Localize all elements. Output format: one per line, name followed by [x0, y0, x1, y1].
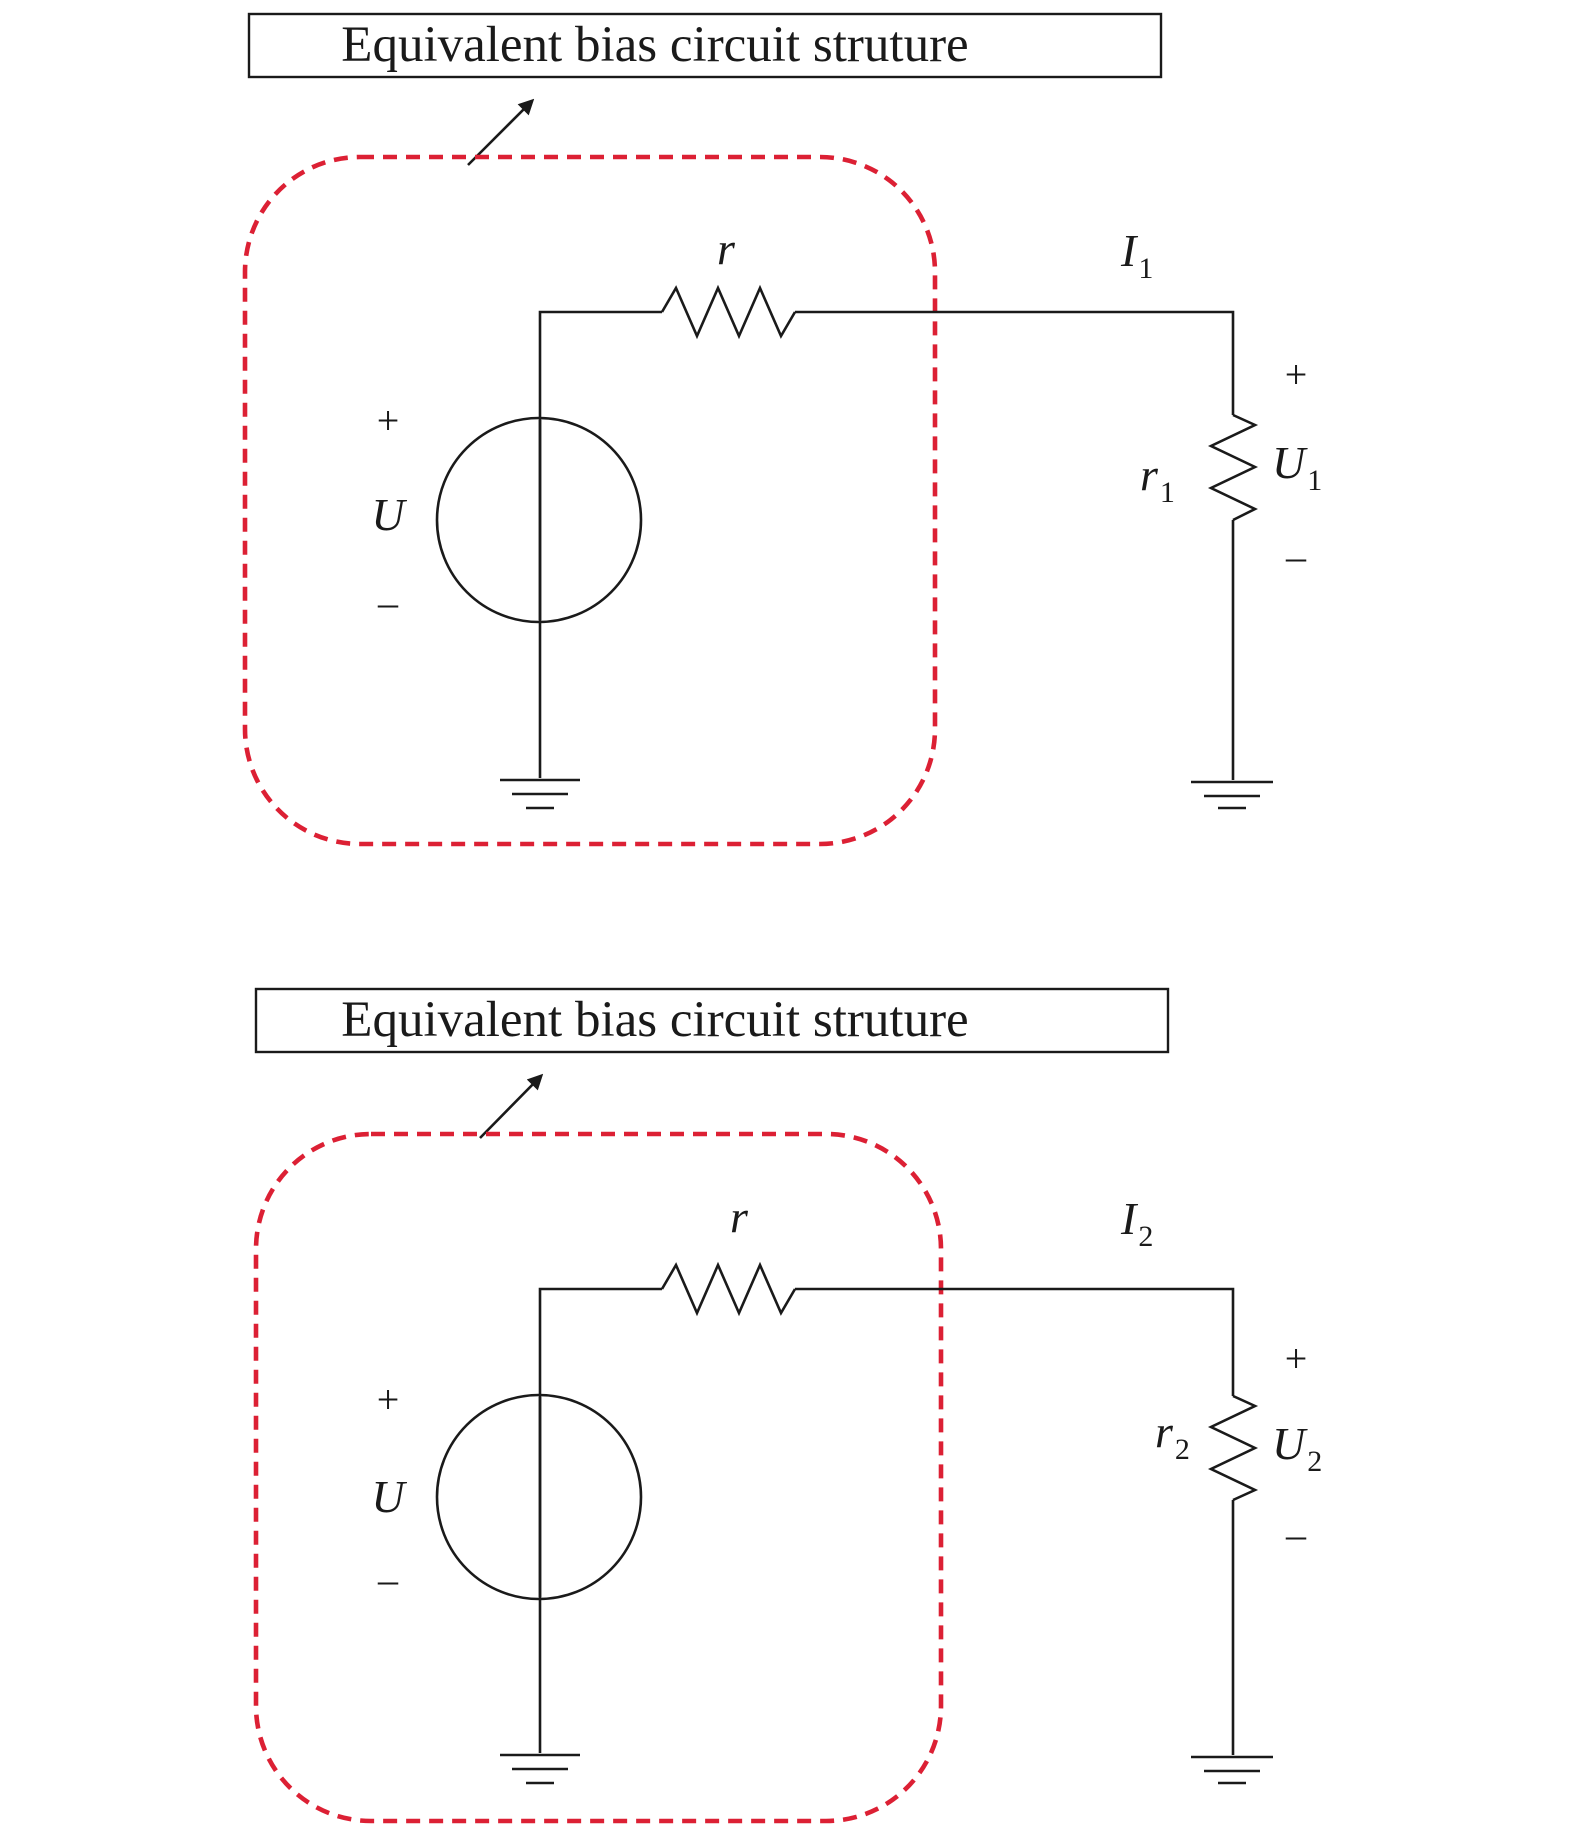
- load-plus-2: +: [1285, 1336, 1308, 1381]
- source-minus-1: –: [377, 580, 399, 625]
- label-current-1: I1: [1120, 225, 1153, 285]
- load-plus-1: +: [1285, 352, 1308, 397]
- ground-load-2: [1191, 1755, 1273, 1785]
- label-r-2: r: [730, 1191, 749, 1242]
- ground-load-1: [1191, 780, 1273, 810]
- series-resistor-r-2: [660, 1261, 797, 1317]
- source-minus-2: –: [377, 1557, 399, 1602]
- panel-1: Equivalent bias circuit struture r I1: [242, 12, 1322, 847]
- load-resistor-2: [1207, 1394, 1259, 1502]
- equivalent-circuit-boundary-2: [253, 1131, 944, 1824]
- series-resistor-r-1: [660, 284, 797, 340]
- load-resistor-label-1: r1: [1140, 449, 1175, 509]
- source-label-2: U: [371, 1471, 407, 1522]
- ground-source-1: [500, 778, 580, 810]
- load-minus-2: –: [1285, 1512, 1307, 1557]
- source-label-1: U: [371, 489, 407, 540]
- label-r-1: r: [717, 223, 736, 274]
- load-voltage-label-1: U1: [1272, 437, 1322, 497]
- source-wire-left-1: [538, 310, 662, 618]
- voltage-source-1: [435, 416, 643, 624]
- load-resistor-label-2: r2: [1155, 1406, 1190, 1466]
- ground-source-2: [500, 1753, 580, 1785]
- load-voltage-label-2: U2: [1272, 1418, 1322, 1478]
- label-current-2: I2: [1120, 1193, 1153, 1253]
- voltage-source-2: [435, 1393, 643, 1601]
- title-text-1: Equivalent bias circuit struture: [341, 17, 968, 73]
- source-wire-left-2: [538, 1287, 662, 1595]
- title-box-1: Equivalent bias circuit struture: [247, 12, 1163, 79]
- title-box-2: Equivalent bias circuit struture: [254, 987, 1170, 1054]
- source-plus-2: +: [377, 1377, 400, 1422]
- panel-2: Equivalent bias circuit struture r I2 + …: [253, 987, 1322, 1824]
- source-plus-1: +: [377, 398, 400, 443]
- load-minus-1: –: [1285, 534, 1307, 579]
- top-wire-right-2: [795, 1287, 1235, 1396]
- top-wire-right-1: [795, 310, 1235, 415]
- pointer-arrow-1: [467, 98, 535, 166]
- load-resistor-1: [1207, 413, 1259, 522]
- equivalent-circuit-boundary-1: [242, 154, 938, 847]
- pointer-arrow-2: [479, 1073, 544, 1139]
- title-text-2: Equivalent bias circuit struture: [341, 992, 968, 1048]
